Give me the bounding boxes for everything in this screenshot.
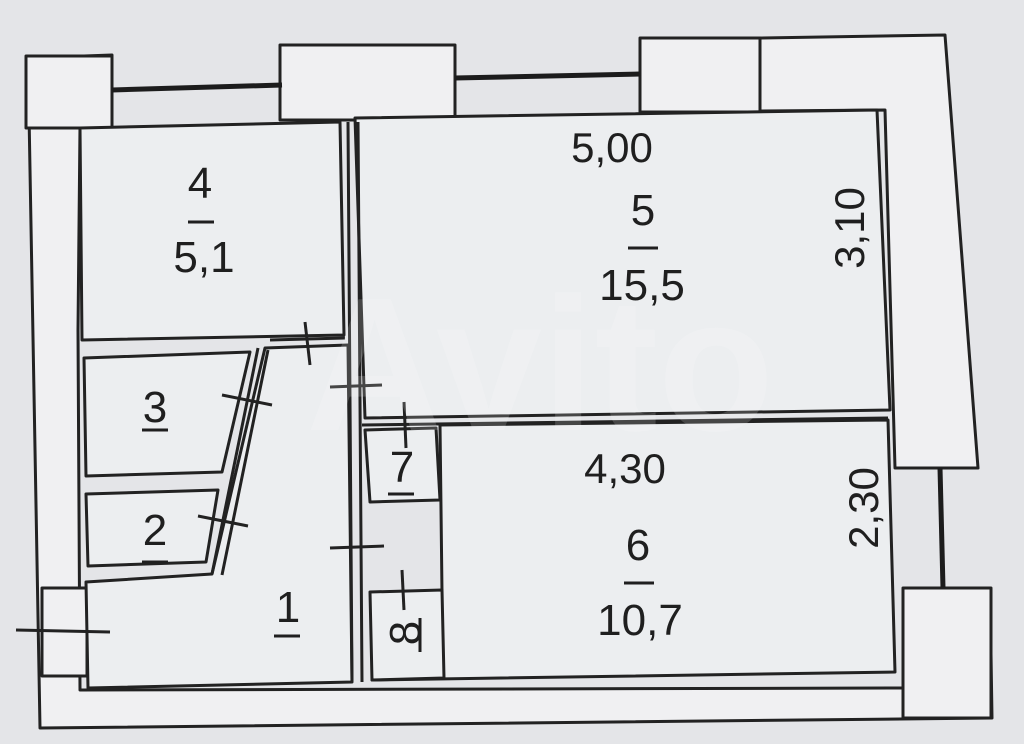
room-8-outline [368,588,446,682]
room-2-number: 2 [143,506,167,555]
room-4-outline [78,120,346,342]
partition-room5-room6 [361,416,889,427]
dimension-room5-width: 5,00 [571,124,653,171]
room-2-outline [84,488,220,568]
door-tick [400,569,406,611]
room-4-area: 5,1 [173,233,234,282]
wall-pier-bottom-right [901,586,993,720]
door-tick [221,393,273,407]
room-6-area: 10,7 [597,596,683,645]
room-4-number: 4 [188,159,212,208]
door-tick [15,628,111,634]
wall-pier-right [638,36,762,114]
dimension-room6-depth: 2,30 [840,467,887,549]
door-tick [329,544,385,550]
wall-pier-middle [278,43,457,122]
watermark: Avito [306,259,774,471]
window-room-5 [454,71,641,81]
room-3-outline [82,350,252,478]
door-tick [303,321,312,366]
room-1-number: 1 [276,583,300,632]
room-5-outline [353,108,892,420]
room-5-area: 15,5 [599,261,685,310]
dimension-room5-depth: 3,10 [826,187,873,269]
door-tick [197,514,249,528]
dimension-room6-width: 4,30 [584,445,666,492]
door-tick [329,383,383,389]
wall-pier-left [24,54,114,130]
door-tick [269,336,346,342]
window-room-4 [111,82,283,93]
door-tick [402,401,408,449]
room-8-number: 8 [381,621,430,645]
partition-slanted-wall [210,347,270,576]
room-5-number: 5 [631,186,655,235]
room-7-outline [363,426,442,504]
room-3-number: 3 [143,383,167,432]
window-room-6 [937,467,946,589]
room-6-number: 6 [626,521,650,570]
partition-double-wall [346,121,364,683]
room-7-number: 7 [390,443,414,492]
